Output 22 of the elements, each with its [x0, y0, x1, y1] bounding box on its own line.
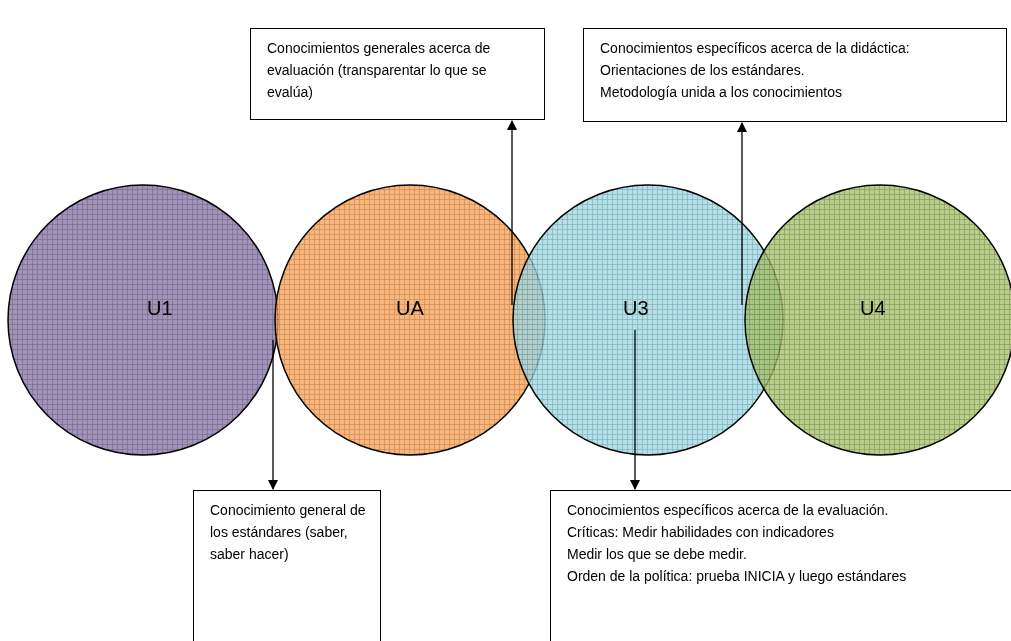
circle-label: U3 — [623, 296, 649, 320]
text-box — [193, 490, 381, 641]
box-text: Medir los que se debe medir. — [567, 545, 748, 564]
box-text: Orden de la política: prueba INICIA y luego estándares — [567, 567, 908, 586]
circle-label: UA — [396, 296, 424, 320]
box-text: Conocimientos generales acerca de evaluación (transparentar lo que se evalúa) — [267, 39, 492, 102]
box-text: Conocimientos específicos acerca de la didáctica: — [600, 39, 911, 58]
box-text: Críticas: Medir habilidades con indicadores — [567, 523, 835, 542]
arrow — [630, 329, 640, 490]
box-text: Metodología unida a los conocimientos — [600, 83, 844, 102]
box-text: Orientaciones de los estándares. — [600, 61, 806, 80]
venn-circle — [7, 184, 279, 456]
circle-label: U4 — [860, 296, 886, 320]
box-text: Conocimientos específicos acerca de la evaluación. — [567, 501, 890, 520]
text-box — [250, 28, 545, 120]
box-text: Conocimiento general de los estándares (saber, saber hacer) — [210, 501, 366, 564]
arrow — [268, 339, 278, 490]
arrow — [737, 122, 747, 306]
arrow — [507, 120, 517, 306]
text-box — [550, 490, 1011, 641]
circle-label: U1 — [147, 296, 173, 320]
text-box — [583, 28, 1007, 122]
